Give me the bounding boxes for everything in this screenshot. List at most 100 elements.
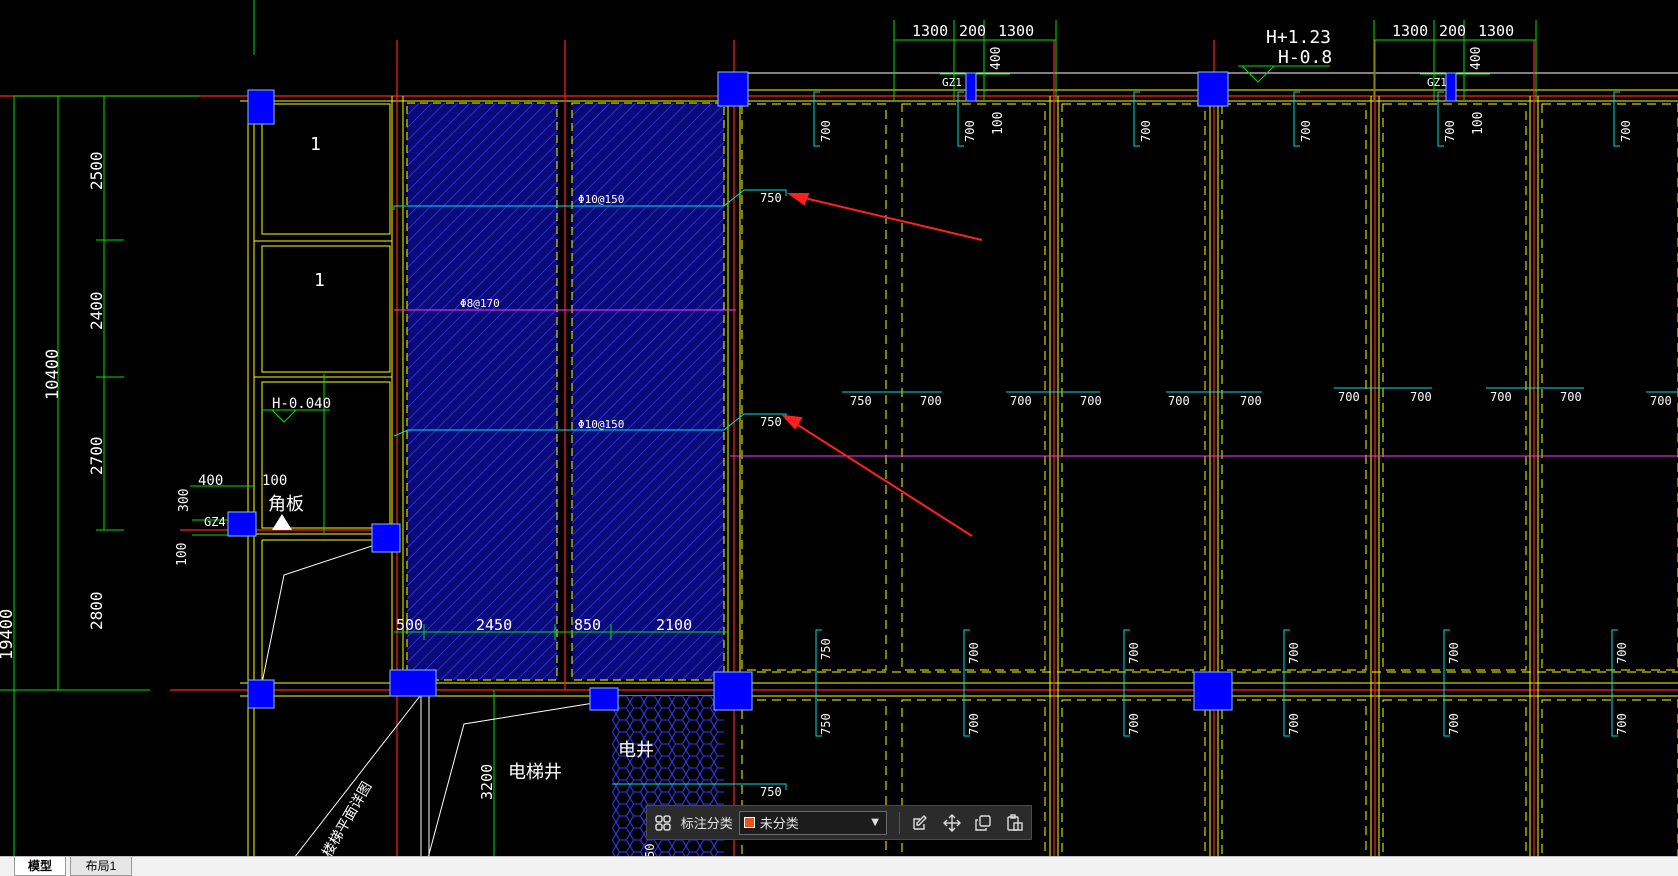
cyan-rebar-leaders [393,189,787,790]
bottom-edge-50: 50 [643,844,657,858]
bottom-vertical-dim-texts: 750 700 700 700 700 700 750 700 700 700 … [819,638,1629,735]
corner-plate-marker [272,514,292,530]
red-annotation-arrows [781,193,983,537]
mid-row-dimension-texts: 750 700 700 700 700 700 700 700 700 700 … [850,390,1672,408]
top-vert-dim-1: 700 [963,120,977,142]
move-icon[interactable] [939,810,965,836]
top-vert-100-a: 100 [991,112,1006,135]
dim-100-small: 100 [262,473,287,489]
mid-dim-4: 700 [1168,394,1190,408]
annotation-category-dropdown[interactable]: 未分类 ▼ [738,810,888,835]
mid-dim-10: 700 [1650,394,1672,408]
copy-icon[interactable] [971,810,997,836]
mid-dim-8: 700 [1490,390,1512,404]
top-dim-2a: 1300 [1392,22,1428,40]
column-tag-gz1-b: GZ1 [1427,76,1447,89]
dim-text-19400: 19400 [0,609,17,660]
bot-vert-lower-5: 700 [1615,713,1629,735]
rebar-label-3: Φ10@150 [578,418,624,431]
dim-text-row-4: 2800 [87,591,106,630]
grid-select-icon[interactable] [650,810,676,836]
mid-dim-6: 700 [1338,390,1360,404]
bot-vert-lower-2: 700 [1127,713,1141,735]
top-dim-2b: 200 [1439,22,1466,40]
elevator-shaft-label: 电梯井 [508,762,562,783]
dim-text-10400: 10400 [43,349,63,400]
dim-400-small: 400 [198,473,223,489]
category-value: 未分类 [759,817,799,832]
top-vert-dim-0: 700 [819,120,833,142]
bottom-vertical-dim-brackets [815,629,1618,737]
elevation-left: H-0.040 [272,396,331,412]
room-label-2: 1 [314,270,325,291]
top-vertical-dim-brackets [813,91,1620,147]
annotation-toolbar: 标注分类 未分类 ▼ [646,805,1032,840]
bot-vert-lower-4: 700 [1447,713,1461,735]
tab-model[interactable]: 模型 [14,857,66,876]
layout-tab-bar: 模型 布局1 [0,856,1678,876]
cad-text-labels: 10400 19400 2500 2400 2700 2800 1300 200… [0,22,1514,858]
dashed-slab-grid [741,103,1678,858]
mid-dim-2: 700 [1010,394,1032,408]
category-color-swatch [743,817,755,828]
rebar-length-750-c: 750 [760,785,782,799]
electric-shaft-label: 电井 [618,740,654,761]
cad-drawing-canvas[interactable]: 10400 19400 2500 2400 2700 2800 1300 200… [0,0,1678,858]
column-tag-gz1-a: GZ1 [942,76,962,89]
mid-dim-9: 700 [1560,390,1582,404]
room-label-1: 1 [310,134,321,155]
top-dim-2c: 1300 [1478,22,1514,40]
dim-100b-small: 100 [175,543,190,566]
tab-layout1[interactable]: 布局1 [70,857,132,876]
left-rooms [254,103,392,683]
top-vert-100-b: 100 [1471,112,1486,135]
magenta-rebar-lines [394,309,1678,457]
top-dim-1b: 200 [959,22,986,40]
corner-plate-label: 角板 [268,494,304,515]
dim-300-small: 300 [177,489,192,512]
bottom-dim-500: 500 [396,616,423,634]
rebar-length-750-a: 750 [760,191,782,205]
bot-vert-lower-1: 700 [967,713,981,735]
bot-vert-upper-1: 700 [967,642,981,664]
mid-row-dimension-group [842,387,1678,393]
paste-icon[interactable] [1002,810,1028,836]
top-vert-dim-3: 700 [1299,120,1313,142]
rebar-label-1: Φ10@150 [578,193,624,206]
bot-vert-upper-5: 700 [1615,642,1629,664]
mid-dim-5: 700 [1240,394,1262,408]
top-dim-1a: 1300 [912,22,948,40]
top-vert-400-b: 400 [1469,47,1484,70]
dim-text-row-3: 2700 [87,436,106,475]
annotation-category-label: 标注分类 [680,817,733,832]
bottom-dim-2450: 2450 [476,616,512,634]
structural-columns [227,71,1457,711]
top-vert-dim-4: 700 [1443,120,1457,142]
bot-vert-lower-0: 750 [819,713,833,735]
top-vert-dim-2: 700 [1139,120,1153,142]
structural-axis-lines [0,40,1678,858]
bottom-dim-2100: 2100 [656,616,692,634]
bot-vert-upper-3: 700 [1287,642,1301,664]
bot-vert-upper-4: 700 [1447,642,1461,664]
top-dim-1c: 1300 [998,22,1034,40]
bot-vert-upper-2: 700 [1127,642,1141,664]
chevron-down-icon: ▼ [871,817,879,828]
edit-icon[interactable] [907,810,933,836]
elevation-top-1: H+1.23 [1266,27,1331,48]
green-dimension-lines [0,0,1537,858]
bot-vert-upper-0: 750 [819,638,833,660]
mid-dim-7: 700 [1410,390,1432,404]
top-vertical-dim-texts: 700 700 700 700 700 700 [819,120,1633,142]
column-tag-gz4: GZ4 [204,515,226,529]
mid-dim-3: 700 [1080,394,1102,408]
dim-text-row-2: 2400 [87,291,106,330]
mid-dim-1: 700 [920,394,942,408]
elevation-markers [262,65,1275,423]
dim-3200: 3200 [478,764,496,800]
bottom-dim-850: 850 [574,616,601,634]
toolbar-separator [899,811,901,834]
stair-elevator-lines [261,539,601,858]
elevation-top-2: H-0.8 [1278,47,1332,68]
top-vert-dim-5: 700 [1619,120,1633,142]
